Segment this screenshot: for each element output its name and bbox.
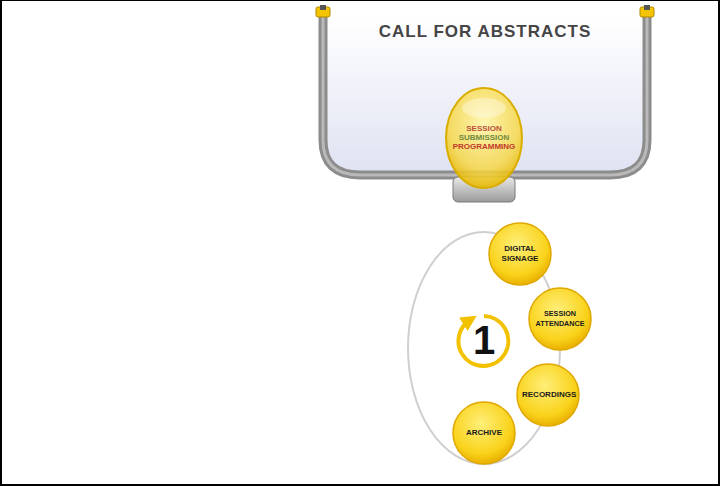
process-circle: ARCHIVE: [452, 401, 516, 465]
basket-container: CALL FOR ABSTRACTS SESSIONSUBMISSIONPROGR…: [315, 5, 655, 205]
node-label: PROGRAMMING: [444, 142, 524, 151]
node-title: CALL FOR ABSTRACTS: [315, 5, 655, 42]
cycle-arrow-head: [458, 320, 470, 354]
step-number: 1: [464, 320, 504, 360]
cycle-arrow: [462, 316, 508, 366]
bulb-node: SESSIONSUBMISSIONPROGRAMMING: [444, 88, 524, 193]
node-label: SUBMISSION: [444, 133, 524, 142]
node-label: RECORDINGS: [522, 390, 574, 400]
process-circle: RECORDINGS: [516, 363, 580, 427]
node-label: DIGITAL SIGNAGE: [494, 244, 546, 264]
node-label: SESSION ATTENDANCE: [534, 309, 586, 329]
node-label: SESSION: [444, 124, 524, 133]
process-circle: SESSION ATTENDANCE: [528, 287, 592, 351]
node-label: ARCHIVE: [466, 428, 502, 438]
process-circle: DIGITAL SIGNAGE: [488, 222, 552, 286]
